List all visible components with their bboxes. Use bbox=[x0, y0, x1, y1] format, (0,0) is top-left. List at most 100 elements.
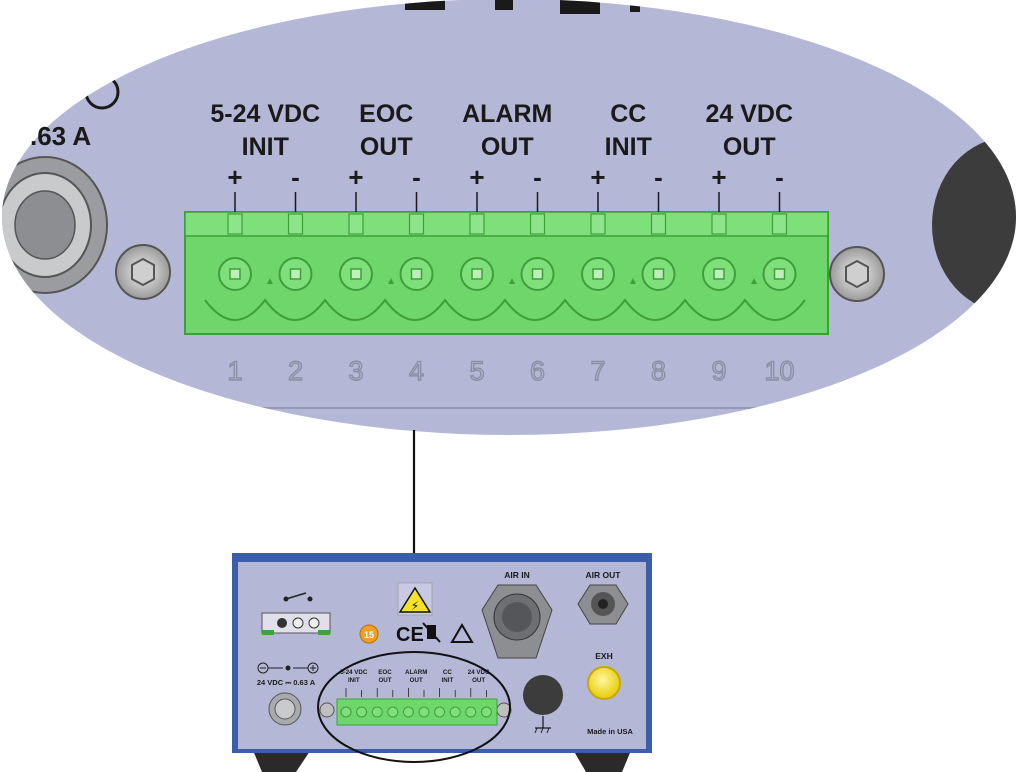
exhaust-button bbox=[587, 666, 621, 700]
pin-number: 3 bbox=[348, 356, 363, 386]
magnified-view: .63 A 5-24 VDCINIT+-EOCOUT+-ALARMOUT+-CC… bbox=[2, 0, 1016, 435]
polarity-marker-icon bbox=[751, 278, 757, 284]
mini-screw-terminal bbox=[418, 706, 430, 718]
mini-screw-terminal bbox=[480, 706, 492, 718]
pin-tab bbox=[711, 213, 727, 235]
warning-icon: ⚡ bbox=[397, 582, 433, 616]
pin-tab bbox=[771, 213, 788, 235]
polarity-marker-icon bbox=[509, 278, 515, 284]
pin-minus-sign: - bbox=[654, 162, 663, 192]
pin-plus-sign: + bbox=[348, 162, 363, 192]
device-rear-panel: ⚡ 15 CE AIR IN AIR OUT EXH bbox=[232, 553, 652, 772]
mini-screw-terminal bbox=[434, 706, 446, 718]
made-in-label: Made in USA bbox=[587, 727, 633, 736]
pin-number: 8 bbox=[651, 356, 666, 386]
pin-tab bbox=[469, 213, 485, 235]
terminal-label-line1: CC bbox=[610, 100, 646, 128]
air-in-label: AIR IN bbox=[504, 570, 530, 580]
pin-number: 1 bbox=[227, 356, 242, 386]
pin-plus-sign: + bbox=[227, 162, 242, 192]
mini-terminal-label-line2: OUT bbox=[378, 677, 391, 684]
ground-button bbox=[932, 137, 1016, 313]
pin-tab bbox=[529, 213, 546, 235]
mini-terminal-label-line1: 24 VDC bbox=[468, 669, 490, 676]
mini-screw-terminal bbox=[465, 706, 477, 718]
pin-number: 6 bbox=[530, 356, 545, 386]
pin-tab bbox=[227, 213, 243, 235]
terminal-label-line2: INIT bbox=[605, 133, 652, 161]
mini-screw-terminal bbox=[340, 706, 352, 718]
pin-tab bbox=[348, 213, 364, 235]
terminal-label-line1: EOC bbox=[359, 100, 413, 128]
pin-minus-sign: - bbox=[412, 162, 421, 192]
screw-terminal-head bbox=[410, 268, 423, 280]
pin-number: 9 bbox=[711, 356, 726, 386]
mini-terminal-label-line1: ALARM bbox=[405, 669, 427, 676]
recycle-triangle-icon bbox=[450, 623, 474, 643]
mini-terminal-block bbox=[319, 698, 512, 726]
air-out-fitting bbox=[577, 584, 629, 625]
power-jack-fitting bbox=[2, 156, 108, 294]
power-jack bbox=[268, 692, 302, 726]
terminal-label-line2: OUT bbox=[481, 133, 534, 161]
pin-number: 10 bbox=[764, 356, 794, 386]
pin-number: 5 bbox=[469, 356, 484, 386]
pin-minus-sign: - bbox=[533, 162, 542, 192]
screw-terminal-head bbox=[592, 268, 604, 280]
mounting-screw-left bbox=[115, 244, 171, 300]
pin-plus-sign: + bbox=[469, 162, 484, 192]
pin-plus-sign: + bbox=[711, 162, 726, 192]
pin-minus-sign: - bbox=[291, 162, 300, 192]
mini-terminal-label-line2: INIT bbox=[442, 677, 454, 684]
power-symbol-row bbox=[257, 662, 319, 674]
terminal-label-line2: INIT bbox=[242, 133, 289, 161]
mini-screw-terminal bbox=[449, 706, 461, 718]
terminal-label-line2: OUT bbox=[360, 133, 413, 161]
polarity-marker-icon bbox=[267, 278, 273, 284]
power-rating-label: 24 VDC ⎓ 0.63 A bbox=[257, 678, 316, 687]
ce-mark: CE bbox=[396, 624, 424, 646]
weee-bin-icon bbox=[422, 622, 441, 643]
pin-plus-sign: + bbox=[590, 162, 605, 192]
pin-number: 7 bbox=[590, 356, 605, 386]
pin-tab bbox=[287, 213, 304, 235]
terminal-label-line2: OUT bbox=[723, 133, 776, 161]
mini-terminal-label-line1: CC bbox=[443, 669, 452, 676]
screw-terminal-head bbox=[713, 268, 725, 280]
exh-label: EXH bbox=[595, 651, 612, 661]
screw-terminal-head bbox=[471, 268, 483, 280]
air-out-label: AIR OUT bbox=[586, 570, 622, 580]
screw-terminal-head bbox=[773, 268, 786, 280]
polarity-marker-icon bbox=[630, 278, 636, 284]
terminal-block-connector bbox=[184, 211, 829, 335]
mini-terminal-label-line2: OUT bbox=[472, 677, 485, 684]
pin-minus-sign: - bbox=[775, 162, 784, 192]
terminal-label-line1: ALARM bbox=[462, 100, 552, 128]
air-in-fitting bbox=[481, 584, 553, 659]
pin-tab bbox=[590, 213, 606, 235]
svg-text:15: 15 bbox=[364, 630, 374, 640]
mounting-screw-right bbox=[829, 246, 885, 302]
svg-text:⚡: ⚡ bbox=[411, 599, 419, 613]
switch-icon bbox=[283, 592, 313, 602]
mini-terminal-label-line2: OUT bbox=[410, 677, 423, 684]
screw-terminal-head bbox=[289, 268, 302, 280]
mini-screw-terminal bbox=[371, 706, 383, 718]
temperature-badge-icon bbox=[359, 624, 379, 644]
certification-marks: 15 CE bbox=[359, 622, 474, 646]
pin-number: 2 bbox=[288, 356, 303, 386]
mini-screw-terminal bbox=[402, 706, 414, 718]
partial-rating-text: .63 A bbox=[30, 121, 91, 151]
pin-number: 4 bbox=[409, 356, 424, 386]
screw-terminal-head bbox=[229, 268, 241, 280]
mini-terminal-label-line2: INIT bbox=[348, 677, 360, 684]
terminal-label-line1: 5-24 VDC bbox=[210, 100, 320, 128]
mini-terminal-label-line1: EOC bbox=[378, 669, 392, 676]
mini-screw-terminal bbox=[387, 706, 399, 718]
mini-terminal-label-line1: 5-24 VDC bbox=[340, 669, 368, 676]
callout-ellipse bbox=[317, 651, 511, 763]
pin-tab bbox=[408, 213, 425, 235]
pin-tab bbox=[650, 213, 667, 235]
switch-connector bbox=[261, 612, 331, 635]
